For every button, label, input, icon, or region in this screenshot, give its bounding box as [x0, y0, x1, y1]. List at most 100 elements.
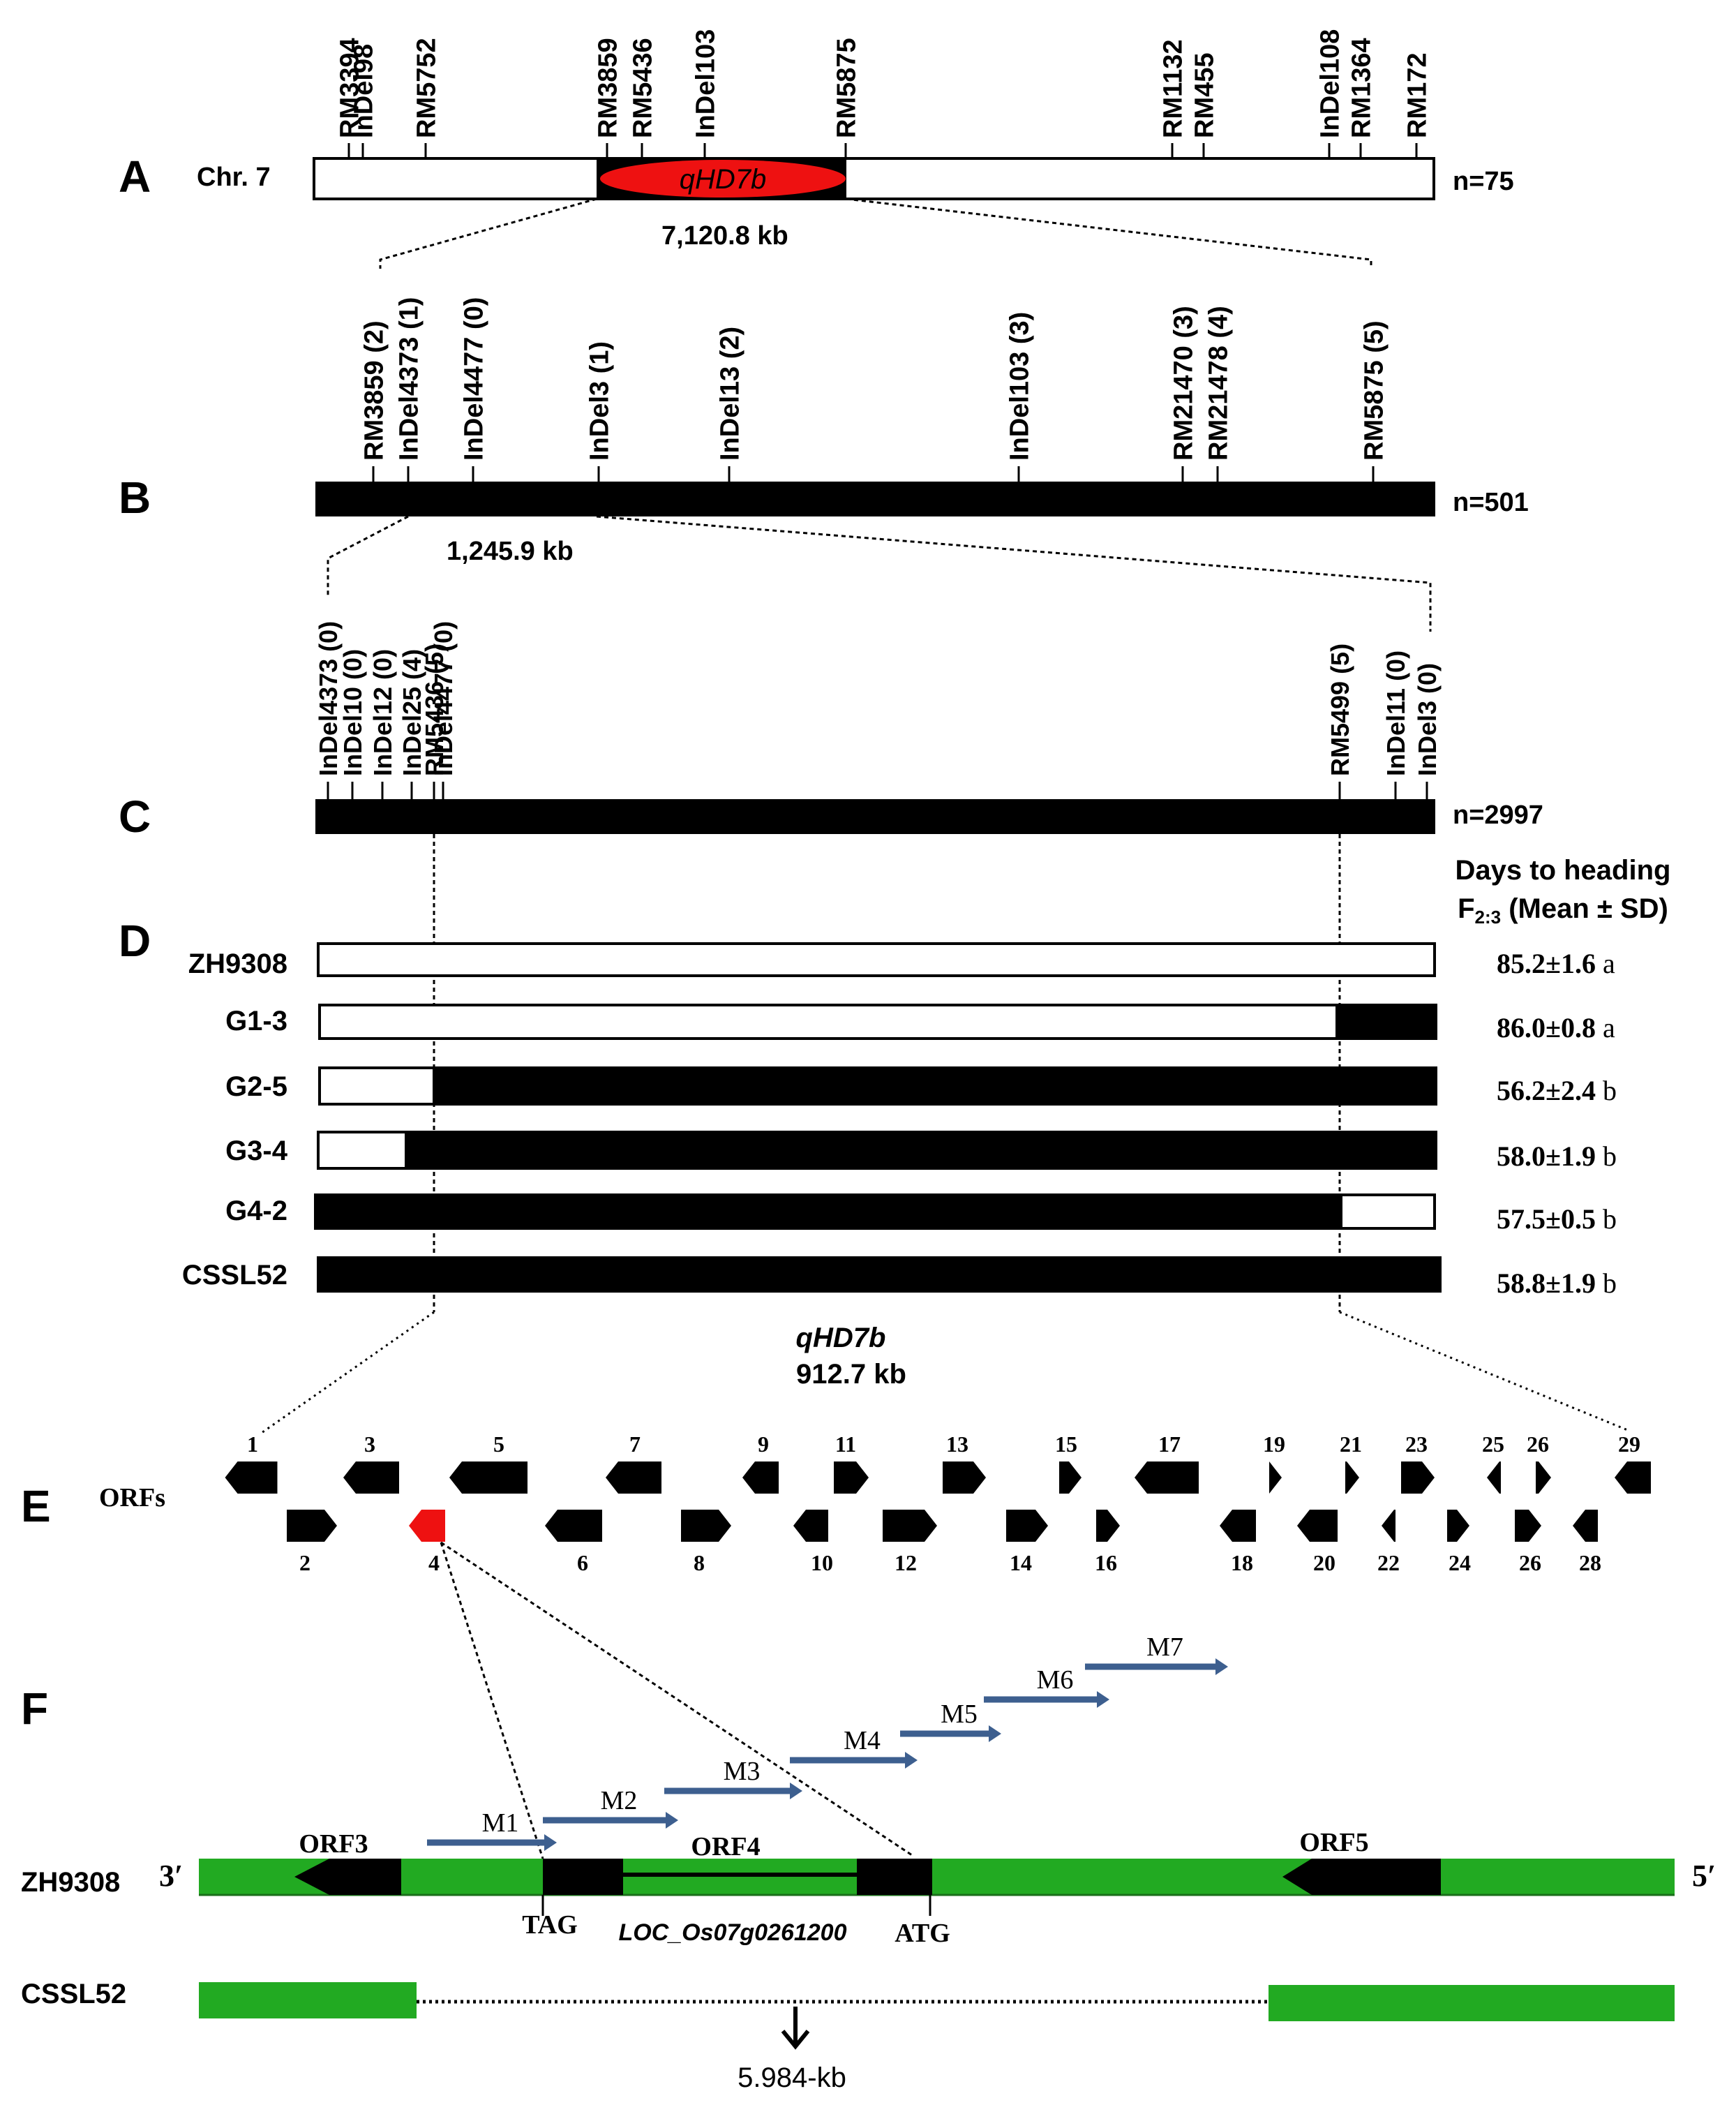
orf-arrow	[793, 1510, 828, 1542]
orf-number: 2	[299, 1550, 310, 1575]
orf-arrow	[1096, 1510, 1120, 1542]
marker-label: InDel12 (0)	[368, 649, 397, 776]
orf-arrow	[1447, 1510, 1469, 1542]
panel-a-letter: A	[119, 151, 151, 202]
qtl-ellipse	[600, 160, 846, 198]
orf-arrow	[1615, 1461, 1651, 1494]
orf-number: 6	[577, 1550, 588, 1575]
orf-arrow	[742, 1461, 779, 1494]
marker-label: InDel10 (0)	[338, 649, 367, 776]
orf-arrow	[1382, 1510, 1395, 1542]
orf-number: 21	[1340, 1431, 1362, 1457]
marker-arrow-label: M3	[724, 1757, 761, 1786]
orf-number: 26	[1527, 1431, 1549, 1457]
marker-label: RM172	[1403, 53, 1432, 139]
orf-arrow	[1515, 1510, 1541, 1542]
marker-label: InDel108	[1316, 29, 1345, 138]
orf-arrow	[1006, 1510, 1048, 1542]
panel-c-letter: C	[119, 791, 151, 842]
genotype-white-g3-4	[320, 1133, 405, 1167]
heading-value: 58.8±1.9 b	[1497, 1267, 1617, 1299]
genotype-bar-g3-4	[317, 1131, 1437, 1170]
orf-number: 3	[364, 1431, 375, 1457]
heading-value: 58.0±1.9 b	[1497, 1140, 1617, 1172]
marker-label: RM3394	[336, 38, 365, 138]
marker-arrow-label: M4	[844, 1726, 881, 1755]
orf-number: 12	[895, 1550, 917, 1575]
orf-number: 4	[428, 1550, 440, 1575]
marker-label: RM5499 (5)	[1326, 644, 1354, 776]
marker-label: RM5752	[412, 38, 442, 138]
panel-a-n: n=75	[1453, 167, 1514, 196]
panel-b-markers: RM3859 (2)InDel4373 (1)InDel4477 (0)InDe…	[360, 297, 1389, 482]
orf-number: 22	[1377, 1550, 1400, 1575]
orf-arrow	[943, 1461, 986, 1494]
orf-arrow	[545, 1510, 602, 1542]
orf-arrow	[225, 1461, 278, 1494]
connector-e-f-left	[440, 1542, 544, 1859]
deletion-size-label: 5.984-kb	[738, 2062, 846, 2093]
line-name: G3-4	[225, 1136, 288, 1166]
orf-arrow	[1401, 1461, 1435, 1494]
orf-arrow	[606, 1461, 661, 1494]
genotype-white-g2-5	[321, 1069, 433, 1103]
orfs-label: ORFs	[99, 1483, 165, 1512]
orf-arrow	[1220, 1510, 1256, 1542]
heading-value: 86.0±0.8 a	[1497, 1012, 1615, 1043]
marker-label: RM5436	[629, 38, 658, 138]
marker-arrow-head	[544, 1834, 557, 1851]
marker-label: InDel103 (3)	[1005, 312, 1035, 461]
marker-label: InDel25 (4)	[398, 649, 426, 776]
line-name: G2-5	[225, 1071, 287, 1102]
line-name: CSSL52	[182, 1260, 287, 1290]
marker-arrow-head	[666, 1812, 678, 1829]
marker-label: InDel4477 (0)	[460, 297, 489, 461]
orf-arrow	[449, 1461, 527, 1494]
panel-e-letter: E	[21, 1481, 51, 1531]
chromosome-bar	[313, 157, 1435, 200]
genotype-bar-g2-5	[318, 1066, 1437, 1106]
orf3-label: ORF3	[299, 1829, 368, 1859]
connector-b-c-left	[327, 515, 409, 597]
orf-arrow	[343, 1461, 399, 1494]
orf-number: 25	[1482, 1431, 1504, 1457]
line-name: G1-3	[225, 1006, 287, 1036]
marker-arrow-head	[905, 1752, 918, 1769]
marker-label: InDel11 (0)	[1382, 650, 1410, 776]
orf-number: 28	[1579, 1550, 1601, 1575]
heading-value: 57.5±0.5 b	[1497, 1203, 1617, 1235]
marker-label: InDel4373 (0)	[314, 621, 343, 776]
panel-a-size: 7,120.8 kb	[661, 221, 788, 251]
orf-number: 8	[694, 1550, 705, 1575]
marker-arrow-label: M5	[941, 1699, 978, 1729]
marker-label: RM3859	[594, 38, 623, 138]
panel-b-letter: B	[119, 473, 151, 523]
orf-number: 1	[247, 1431, 258, 1457]
orf-number: 11	[835, 1431, 856, 1457]
marker-label: InDel13 (2)	[716, 327, 745, 461]
orf-number: 20	[1313, 1550, 1335, 1575]
orf4-label: ORF4	[691, 1832, 760, 1861]
marker-label: RM21470 (3)	[1169, 306, 1199, 461]
cssl52-left-segment	[199, 1982, 417, 2018]
orf-number: 10	[811, 1550, 833, 1575]
orf5-label: ORF5	[1299, 1828, 1368, 1857]
orf-arrow	[681, 1510, 731, 1542]
orf-arrow	[1269, 1461, 1282, 1494]
marker-label: InDel4373 (1)	[395, 297, 424, 461]
marker-arrow-head	[1215, 1658, 1228, 1675]
orf-number: 19	[1263, 1431, 1285, 1457]
deletion-arrow-head	[781, 2030, 810, 2050]
marker-label: InDel98	[350, 44, 379, 138]
marker-label: InDel3 (0)	[1413, 663, 1442, 776]
orf-number: 23	[1405, 1431, 1428, 1457]
marker-label: InDel3 (1)	[585, 341, 615, 461]
orf-number: 7	[629, 1431, 641, 1457]
panel-d: D Days to heading F2:3 (Mean ± SD) ZH930…	[119, 855, 1670, 1390]
panel-f-letter: F	[21, 1683, 48, 1734]
orf-number: 9	[758, 1431, 769, 1457]
connector-a-b-right	[846, 198, 1372, 269]
marker-label: InDel103	[691, 29, 721, 138]
